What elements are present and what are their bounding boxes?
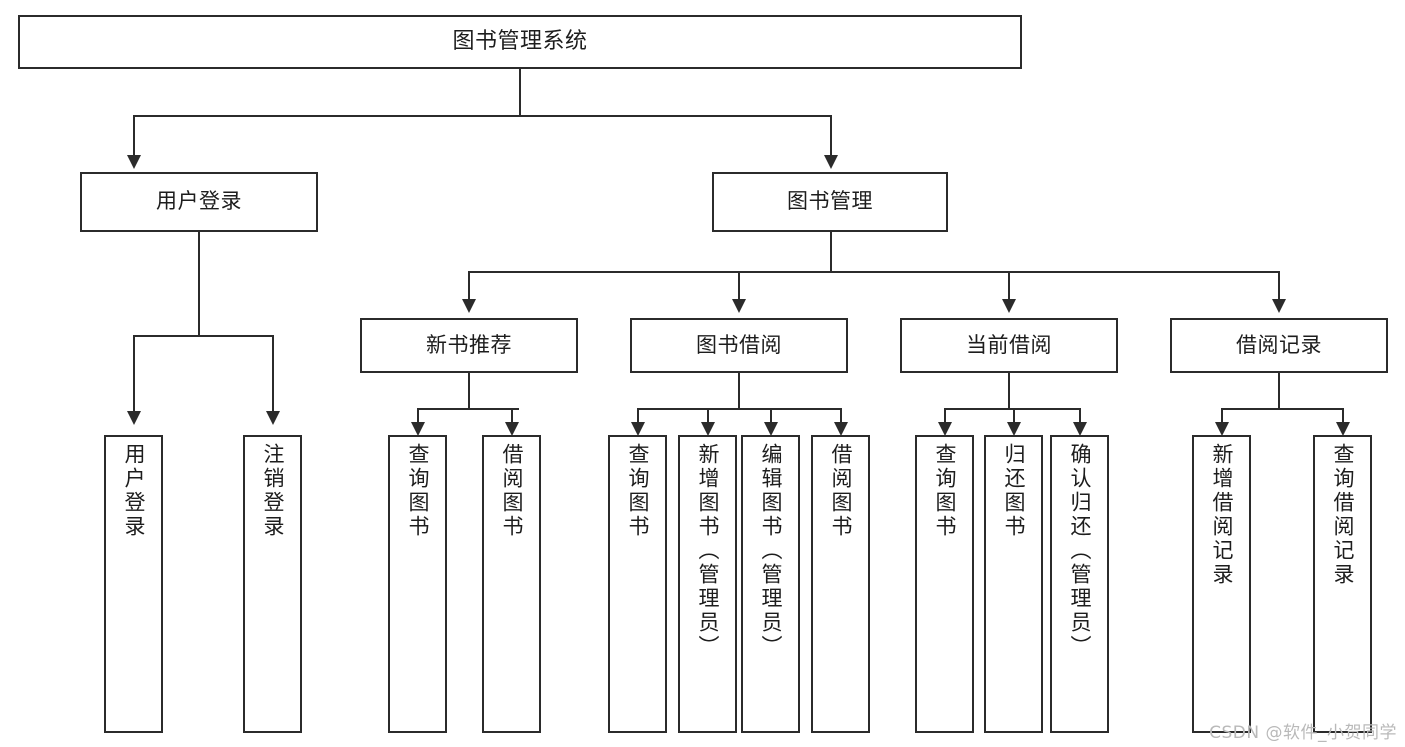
node-label: 当前借阅 (966, 332, 1052, 357)
connector-level3-bus (468, 271, 1280, 273)
arrow-book-borrow (732, 299, 746, 313)
leaf-bb-edit-book[interactable]: 编辑图书（管理员） (741, 435, 800, 733)
arrow-current-borrow (1002, 299, 1016, 313)
connector-drop-bb-add (707, 408, 709, 424)
arrow-bb-edit (764, 422, 778, 436)
connector-book-management-stem (830, 232, 832, 272)
node-book-borrow[interactable]: 图书借阅 (630, 318, 848, 373)
node-label: 归还图书 (1002, 443, 1026, 539)
leaf-cb-return-book[interactable]: 归还图书 (984, 435, 1043, 733)
leaf-bb-borrow-book[interactable]: 借阅图书 (811, 435, 870, 733)
node-label: 查询图书 (933, 443, 957, 539)
leaf-logout[interactable]: 注销登录 (243, 435, 302, 733)
node-label: 借阅图书 (829, 443, 853, 539)
leaf-cb-query-book[interactable]: 查询图书 (915, 435, 974, 733)
leaf-cb-confirm-return[interactable]: 确认归还（管理员） (1050, 435, 1109, 733)
connector-current-borrow-bus (944, 408, 1080, 410)
node-user-login[interactable]: 用户登录 (80, 172, 318, 232)
connector-drop-br-query (1342, 408, 1344, 424)
connector-drop-user-login (133, 115, 135, 157)
node-borrow-record[interactable]: 借阅记录 (1170, 318, 1388, 373)
connector-drop-book-management (830, 115, 832, 157)
arrow-user-login (127, 155, 141, 169)
connector-drop-br-add (1221, 408, 1223, 424)
connector-drop-leaf-user-login (133, 335, 135, 413)
connector-new-book-stem (468, 373, 470, 409)
node-new-book-recommend[interactable]: 新书推荐 (360, 318, 578, 373)
node-label: 查询图书 (406, 443, 430, 539)
connector-drop-nb-query (417, 408, 419, 424)
leaf-br-query-record[interactable]: 查询借阅记录 (1313, 435, 1372, 733)
leaf-user-login[interactable]: 用户登录 (104, 435, 163, 733)
node-label: 新增借阅记录 (1210, 443, 1234, 587)
connector-user-login-stem (198, 232, 200, 336)
connector-level2-bus (133, 115, 831, 117)
connector-current-borrow-stem (1008, 373, 1010, 409)
connector-drop-current-borrow (1008, 271, 1010, 301)
node-label: 确认归还（管理员） (1068, 443, 1092, 659)
node-label: 新增图书（管理员） (696, 443, 720, 659)
arrow-cb-confirm (1073, 422, 1087, 436)
arrow-cb-return (1007, 422, 1021, 436)
node-label: 查询借阅记录 (1331, 443, 1355, 587)
node-label: 图书管理 (787, 189, 873, 214)
connector-book-borrow-bus (637, 408, 841, 410)
node-label: 图书借阅 (696, 332, 782, 357)
node-label: 图书管理系统 (452, 28, 588, 54)
csdn-watermark: CSDN @软件_小贺同学 (1209, 723, 1397, 743)
arrow-book-management (824, 155, 838, 169)
arrow-nb-borrow (505, 422, 519, 436)
node-label: 借阅记录 (1236, 332, 1322, 357)
arrow-bb-add (701, 422, 715, 436)
leaf-br-add-record[interactable]: 新增借阅记录 (1192, 435, 1251, 733)
arrow-bb-query (631, 422, 645, 436)
arrow-br-query (1336, 422, 1350, 436)
node-root-book-management-system[interactable]: 图书管理系统 (18, 15, 1022, 69)
connector-drop-nb-borrow (511, 408, 513, 424)
node-label: 借阅图书 (500, 443, 524, 539)
connector-drop-cb-confirm (1079, 408, 1081, 424)
arrow-borrow-record (1272, 299, 1286, 313)
connector-drop-leaf-logout (272, 335, 274, 413)
connector-drop-bb-query (637, 408, 639, 424)
connector-drop-cb-query (944, 408, 946, 424)
arrow-new-book (462, 299, 476, 313)
arrow-br-add (1215, 422, 1229, 436)
node-label: 编辑图书（管理员） (759, 443, 783, 659)
node-label: 注销登录 (261, 443, 285, 539)
arrow-leaf-user-login (127, 411, 141, 425)
arrow-leaf-logout (266, 411, 280, 425)
arrow-nb-query (411, 422, 425, 436)
node-book-management[interactable]: 图书管理 (712, 172, 948, 232)
connector-user-login-bus (133, 335, 273, 337)
arrow-bb-borrow (834, 422, 848, 436)
node-label: 用户登录 (156, 189, 242, 214)
connector-drop-new-book (468, 271, 470, 301)
connector-drop-bb-borrow (840, 408, 842, 424)
connector-drop-bb-edit (770, 408, 772, 424)
node-current-borrow[interactable]: 当前借阅 (900, 318, 1118, 373)
node-label: 查询图书 (626, 443, 650, 539)
node-label: 新书推荐 (426, 332, 512, 357)
connector-book-borrow-stem (738, 373, 740, 409)
connector-new-book-bus (417, 408, 519, 410)
connector-drop-cb-return (1013, 408, 1015, 424)
connector-borrow-record-bus (1221, 408, 1343, 410)
leaf-bb-add-book[interactable]: 新增图书（管理员） (678, 435, 737, 733)
connector-drop-book-borrow (738, 271, 740, 301)
connector-root-stem (519, 69, 521, 115)
arrow-cb-query (938, 422, 952, 436)
connector-drop-borrow-record (1278, 271, 1280, 301)
leaf-nb-borrow-book[interactable]: 借阅图书 (482, 435, 541, 733)
connector-borrow-record-stem (1278, 373, 1280, 409)
leaf-bb-query-book[interactable]: 查询图书 (608, 435, 667, 733)
leaf-nb-query-book[interactable]: 查询图书 (388, 435, 447, 733)
node-label: 用户登录 (122, 443, 146, 539)
